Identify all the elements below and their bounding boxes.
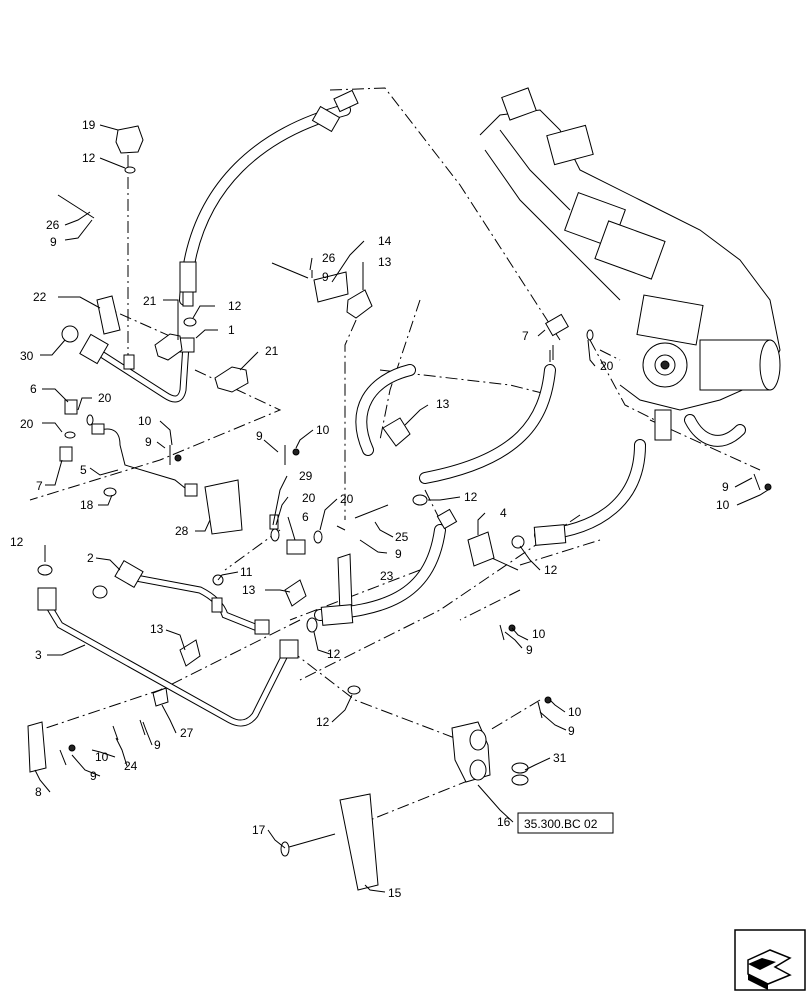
- callout-8: 8: [35, 785, 42, 799]
- callout-9-c: 9: [256, 429, 263, 443]
- callout-20-e: 20: [600, 359, 614, 373]
- callout-9-e: 9: [322, 270, 329, 284]
- callout-14: 14: [378, 234, 392, 248]
- callout-21-b: 21: [265, 344, 279, 358]
- small-hardware: [59, 329, 761, 766]
- clamps: [27, 271, 411, 891]
- callout-3: 3: [35, 648, 42, 662]
- fittings: [59, 313, 569, 567]
- callout-17: 17: [252, 823, 266, 837]
- tube-small: [91, 423, 198, 497]
- callout-20-d: 20: [340, 492, 354, 506]
- callout-1: 1: [228, 323, 235, 337]
- callout-20-a: 20: [98, 391, 112, 405]
- callout-24: 24: [124, 759, 138, 773]
- callout-27: 27: [180, 726, 194, 740]
- callout-13-c: 13: [242, 583, 256, 597]
- callout-labels: 19 12 26 9 22 30 21 12 1 21 6 20 20 7 5 …: [10, 118, 730, 900]
- callout-10-f: 10: [95, 750, 109, 764]
- callout-6-a: 6: [30, 382, 37, 396]
- reference-link[interactable]: 35.300.BC 02: [517, 812, 614, 834]
- callout-7-a: 7: [36, 479, 43, 493]
- tube-upper-left: [79, 333, 195, 403]
- callout-12-f: 12: [327, 647, 341, 661]
- reference-label: 35.300.BC 02: [524, 817, 598, 831]
- callout-9-h: 9: [568, 724, 575, 738]
- callout-9-j: 9: [90, 769, 97, 783]
- next-page-arrow-icon[interactable]: [734, 929, 806, 991]
- callout-21-a: 21: [143, 294, 157, 308]
- callout-7-b: 7: [522, 329, 529, 343]
- callout-6-b: 6: [302, 510, 309, 524]
- machine-assembly: [479, 87, 781, 491]
- callout-9-g: 9: [526, 643, 533, 657]
- callout-19: 19: [82, 118, 96, 132]
- hose-upper: [179, 89, 359, 307]
- callout-28: 28: [175, 524, 189, 538]
- callout-13-a: 13: [378, 255, 392, 269]
- callout-29: 29: [299, 469, 313, 483]
- callout-12-b: 12: [228, 299, 242, 313]
- callout-12-a: 12: [82, 151, 96, 165]
- callout-9-f: 9: [722, 480, 729, 494]
- hose-middle: [314, 364, 646, 626]
- callout-11: 11: [240, 565, 253, 579]
- callout-23: 23: [380, 569, 394, 583]
- callout-30: 30: [20, 349, 34, 363]
- callout-12-g: 12: [316, 715, 330, 729]
- callout-20-c: 20: [302, 491, 316, 505]
- callout-9-b: 9: [145, 435, 152, 449]
- callout-13-d: 13: [150, 622, 164, 636]
- callout-25: 25: [395, 530, 409, 544]
- callout-10-a: 10: [138, 414, 152, 428]
- valve-block: [451, 721, 491, 783]
- callout-16: 16: [497, 815, 511, 829]
- callout-22: 22: [33, 290, 47, 304]
- callout-9-d: 9: [395, 547, 402, 561]
- callout-10-b: 10: [316, 423, 330, 437]
- callout-9-a: 9: [50, 235, 57, 249]
- callout-20-b: 20: [20, 417, 34, 431]
- callout-10-d: 10: [532, 627, 546, 641]
- callout-31: 31: [553, 751, 567, 765]
- callout-10-e: 10: [568, 705, 582, 719]
- callout-26-a: 26: [46, 218, 60, 232]
- callout-12-e: 12: [10, 535, 24, 549]
- leader-lines: [34, 124, 769, 893]
- callout-26-b: 26: [322, 251, 336, 265]
- callout-13-b: 13: [436, 397, 450, 411]
- cap-and-orings: [37, 125, 529, 786]
- callout-12-c: 12: [464, 490, 478, 504]
- callout-9-i: 9: [154, 738, 161, 752]
- callout-18: 18: [80, 498, 94, 512]
- assembly-lines: [29, 87, 761, 821]
- callout-15: 15: [388, 886, 402, 900]
- callout-4: 4: [500, 506, 507, 520]
- callout-2: 2: [87, 551, 94, 565]
- callout-12-d: 12: [544, 563, 558, 577]
- callout-10-c: 10: [716, 498, 730, 512]
- callout-5: 5: [80, 463, 87, 477]
